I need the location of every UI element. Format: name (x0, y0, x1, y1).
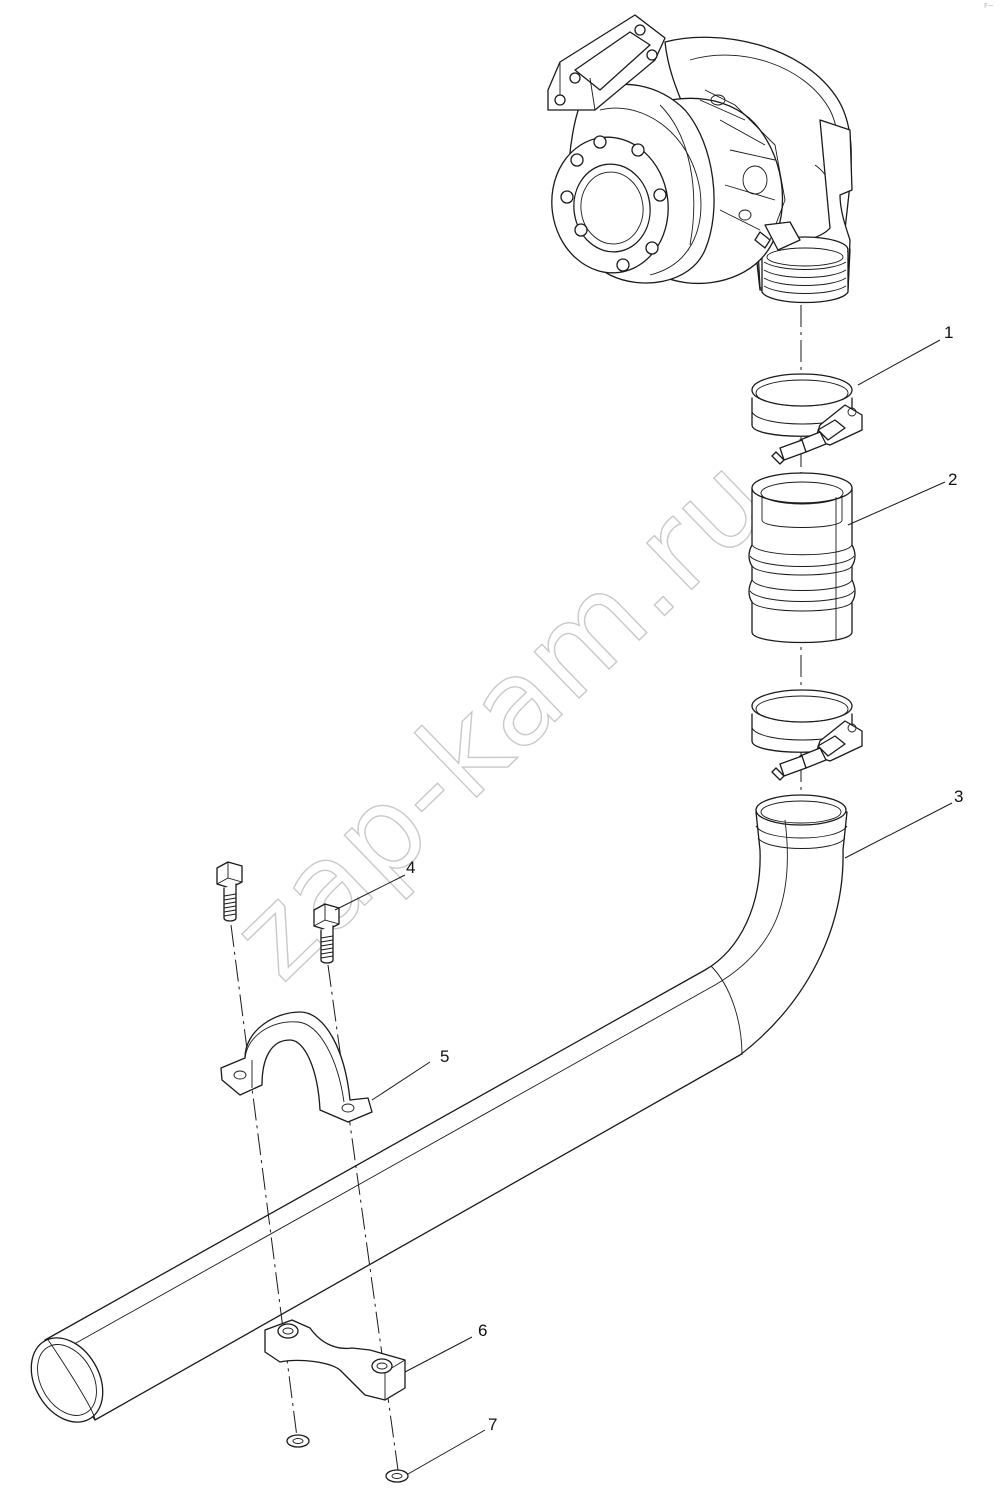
callout-5: 5 (440, 1047, 449, 1066)
support-pad-icon (264, 1319, 406, 1401)
corner-mark: F~ (984, 2, 994, 10)
washer-icon (286, 1434, 310, 1448)
watermark: zap-kam.ru (206, 429, 795, 1005)
leader-lines (334, 339, 953, 1475)
washer-icon-2 (385, 1469, 409, 1483)
bolt-icon (216, 861, 243, 922)
turbocharger-icon (547, 14, 853, 304)
callout-3: 3 (954, 787, 963, 806)
callout-4: 4 (406, 858, 415, 877)
hose-clamp-icon-lower (751, 689, 863, 781)
pipe-icon (30, 794, 848, 1423)
callout-6: 6 (478, 1321, 487, 1340)
callout-1: 1 (944, 323, 953, 342)
callout-2: 2 (948, 470, 957, 489)
callout-7: 7 (488, 1415, 497, 1434)
rubber-sleeve-icon (748, 472, 856, 644)
bolt-icon-2 (313, 903, 340, 964)
bracket-icon (220, 1011, 373, 1123)
hose-clamp-icon (751, 373, 863, 465)
center-line-bolt-left (230, 924, 299, 1446)
